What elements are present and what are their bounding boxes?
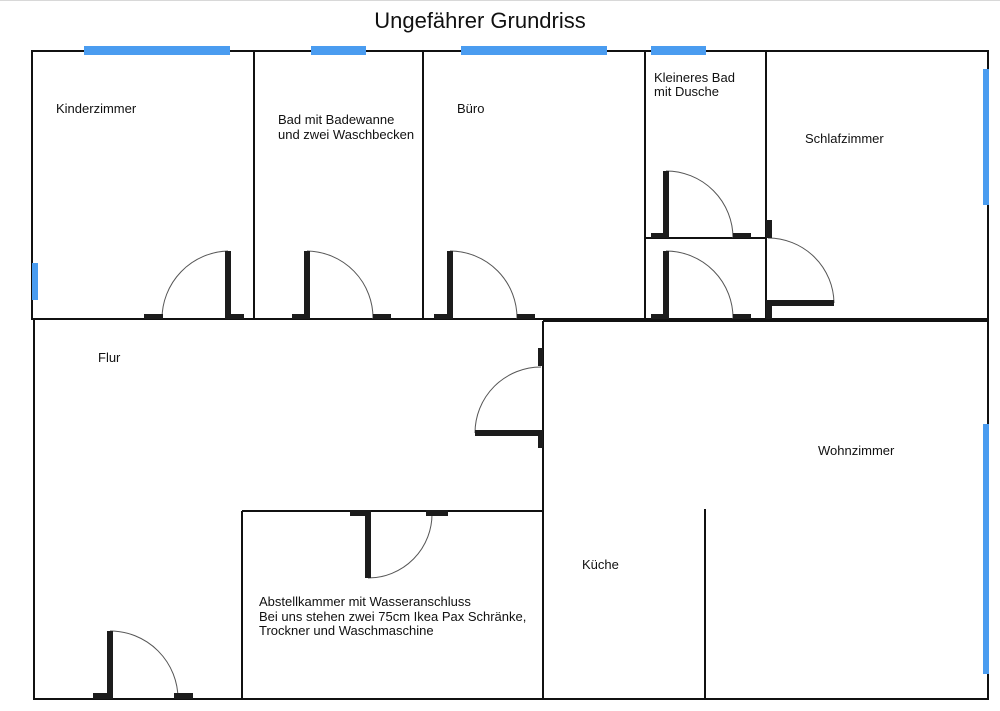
window-schlafzimmer bbox=[983, 69, 989, 205]
label-abstellkammer-2: Bei uns stehen zwei 75cm Ikea Pax Schrän… bbox=[259, 609, 526, 624]
door-buero bbox=[434, 250, 535, 320]
windows bbox=[32, 46, 989, 674]
door-wohnzimmer bbox=[474, 348, 543, 448]
door-entrance bbox=[93, 630, 193, 700]
label-flur: Flur bbox=[98, 350, 121, 365]
label-buero: Büro bbox=[457, 101, 484, 116]
label-abstellkammer-1: Abstellkammer mit Wasseranschluss bbox=[259, 594, 471, 609]
walls bbox=[31, 50, 989, 700]
label-schlafzimmer: Schlafzimmer bbox=[805, 131, 884, 146]
door-abstellkammer bbox=[350, 510, 448, 579]
window-kleines-bad bbox=[651, 46, 706, 55]
label-kleines-bad-2: mit Dusche bbox=[654, 84, 719, 99]
door-kinderzimmer bbox=[144, 250, 244, 320]
room-labels: Kinderzimmer Bad mit Badewanne und zwei … bbox=[56, 70, 895, 638]
label-kleines-bad-1: Kleineres Bad bbox=[654, 70, 735, 85]
label-abstellkammer-3: Trockner und Waschmaschine bbox=[259, 623, 434, 638]
door-kleines-bad bbox=[651, 170, 751, 239]
window-wohnzimmer bbox=[983, 424, 989, 674]
plan-title: Ungefährer Grundriss bbox=[374, 8, 586, 33]
window-kinderzimmer-side bbox=[32, 263, 38, 300]
label-bad-1: Bad mit Badewanne bbox=[278, 112, 394, 127]
label-wohnzimmer: Wohnzimmer bbox=[818, 443, 895, 458]
door-vorraum bbox=[651, 250, 751, 320]
label-kueche: Küche bbox=[582, 557, 619, 572]
window-bad bbox=[311, 46, 366, 55]
window-buero bbox=[461, 46, 607, 55]
label-bad-2: und zwei Waschbecken bbox=[278, 127, 414, 142]
door-bad bbox=[292, 250, 391, 320]
window-kinderzimmer bbox=[84, 46, 230, 55]
door-schlafzimmer bbox=[766, 220, 835, 319]
label-kinderzimmer: Kinderzimmer bbox=[56, 101, 137, 116]
